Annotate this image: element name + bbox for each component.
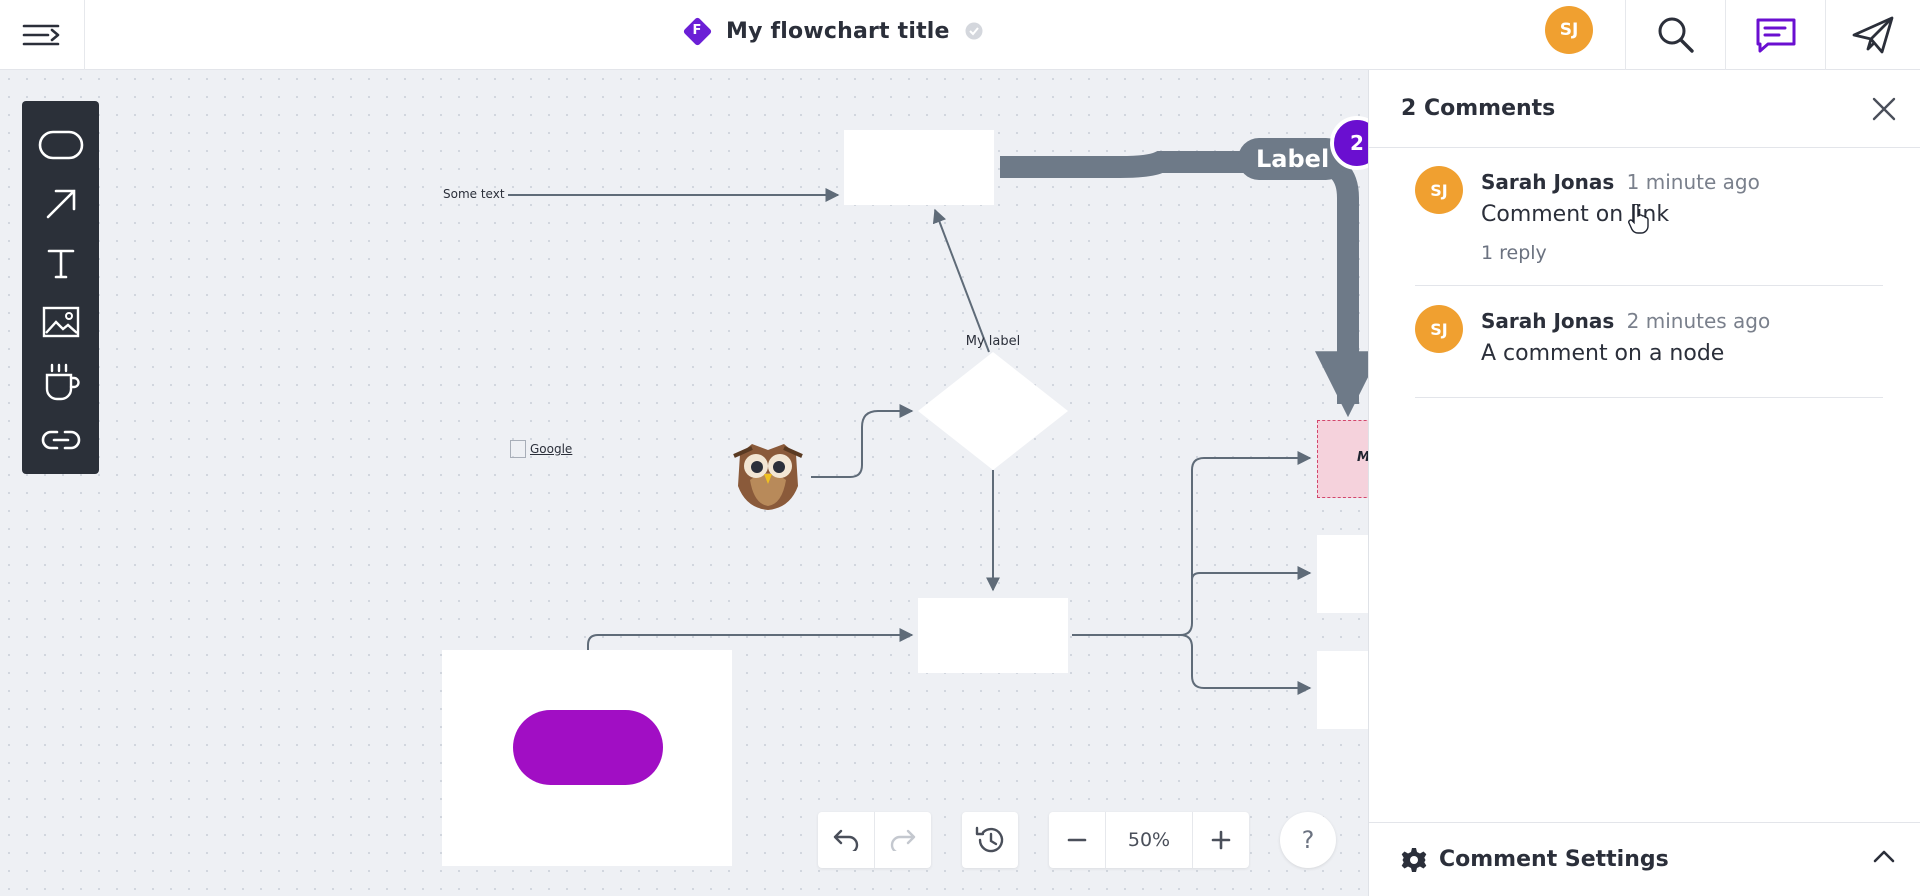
- zoom-in-button[interactable]: [1193, 812, 1249, 868]
- terminal-node[interactable]: [513, 710, 663, 785]
- link-tool[interactable]: [22, 410, 99, 469]
- shape-tool[interactable]: [22, 115, 99, 174]
- comments-button[interactable]: [1725, 0, 1825, 70]
- decision-node-label: My label: [965, 334, 1021, 349]
- link-icon: [41, 430, 80, 449]
- document-title-area: F My flowchart title: [682, 14, 984, 48]
- connector-fan-1: [1072, 451, 1312, 636]
- google-link-node[interactable]: Google: [510, 440, 572, 458]
- comment-item[interactable]: SJ Sarah Jonas 2 minutes ago A comment o…: [1415, 305, 1883, 398]
- help-button[interactable]: ?: [1280, 812, 1336, 868]
- flowchart-canvas[interactable]: Some text Google My label M Label 2: [0, 70, 1368, 896]
- comment-item[interactable]: SJ Sarah Jonas 1 minute ago Comment on l…: [1415, 166, 1883, 286]
- document-title[interactable]: My flowchart title: [726, 18, 950, 44]
- image-icon: [42, 306, 79, 337]
- text-tool[interactable]: [22, 233, 99, 292]
- zoom-group: 50%: [1049, 812, 1249, 868]
- menu-button[interactable]: [0, 0, 85, 70]
- comment-settings-toggle[interactable]: Comment Settings: [1369, 822, 1920, 896]
- comment-icon: [1756, 18, 1795, 53]
- hamburger-icon: [22, 24, 60, 46]
- comments-panel: 2 Comments SJ Sarah Jonas 1 minute ago C…: [1368, 70, 1920, 896]
- connector-diamond-up: [932, 208, 990, 353]
- user-avatar[interactable]: SJ: [1545, 6, 1593, 54]
- connector-owl-diamond: [811, 404, 914, 478]
- comment-author: Sarah Jonas: [1481, 170, 1615, 194]
- hand-cursor-icon: [1628, 204, 1649, 234]
- undo-icon: [833, 829, 859, 851]
- rounded-rect-icon: [38, 130, 83, 159]
- zoom-level[interactable]: 50%: [1127, 829, 1171, 851]
- undo-button[interactable]: [818, 812, 874, 868]
- connector-fan-3: [1179, 634, 1312, 695]
- comment-text: A comment on a node: [1481, 341, 1725, 366]
- document-type-icon: F: [682, 16, 713, 47]
- history-button[interactable]: [962, 812, 1018, 868]
- avatar: SJ: [1415, 166, 1463, 214]
- connector-fan-2: [1191, 566, 1312, 581]
- cup-icon: [45, 363, 80, 400]
- connector-pill-rect: [587, 628, 914, 705]
- plus-icon: [1211, 830, 1231, 850]
- comment-count-badge[interactable]: 2: [1330, 116, 1368, 170]
- share-button[interactable]: [1825, 0, 1920, 70]
- process-node-bottom[interactable]: [918, 598, 1068, 673]
- comment-settings-label: Comment Settings: [1439, 847, 1669, 872]
- comment-time: 2 minutes ago: [1626, 309, 1771, 333]
- history-group: [962, 812, 1018, 868]
- comments-panel-title: 2 Comments: [1401, 96, 1556, 121]
- text-icon: [47, 249, 74, 278]
- image-tool[interactable]: [22, 292, 99, 351]
- search-icon: [1658, 17, 1694, 53]
- arrow-tool[interactable]: [22, 174, 99, 233]
- owl-image[interactable]: [730, 436, 806, 512]
- reply-count-link[interactable]: 1 reply: [1481, 242, 1547, 264]
- tool-palette: [22, 101, 99, 474]
- paper-plane-icon: [1852, 16, 1894, 54]
- decision-node[interactable]: [918, 352, 1068, 470]
- comment-time: 1 minute ago: [1626, 170, 1760, 194]
- redo-icon: [890, 829, 916, 851]
- zoom-out-button[interactable]: [1049, 812, 1105, 868]
- gear-icon: [1401, 847, 1427, 872]
- process-node-top[interactable]: [844, 130, 994, 205]
- process-node-right-2[interactable]: [1317, 651, 1368, 729]
- avatar: SJ: [1415, 305, 1463, 353]
- text-node[interactable]: Some text: [443, 187, 505, 201]
- highlighted-node[interactable]: M: [1317, 420, 1368, 498]
- broken-image-icon: [510, 440, 526, 458]
- redo-button[interactable]: [875, 812, 931, 868]
- search-button[interactable]: [1625, 0, 1725, 70]
- process-node-right-1[interactable]: [1317, 535, 1368, 613]
- verified-check-icon: [965, 22, 983, 40]
- arrow-icon: [46, 189, 75, 218]
- embed-tool[interactable]: [22, 351, 99, 410]
- edge-label[interactable]: Label: [1238, 138, 1348, 180]
- minus-icon: [1067, 838, 1087, 842]
- history-icon: [975, 826, 1004, 853]
- close-icon[interactable]: [1871, 96, 1897, 122]
- comments-panel-header: 2 Comments: [1369, 70, 1920, 148]
- chevron-up-icon: [1873, 850, 1895, 863]
- undo-redo-group: [818, 812, 931, 868]
- top-bar: F My flowchart title SJ: [0, 0, 1920, 70]
- comment-author: Sarah Jonas: [1481, 309, 1615, 333]
